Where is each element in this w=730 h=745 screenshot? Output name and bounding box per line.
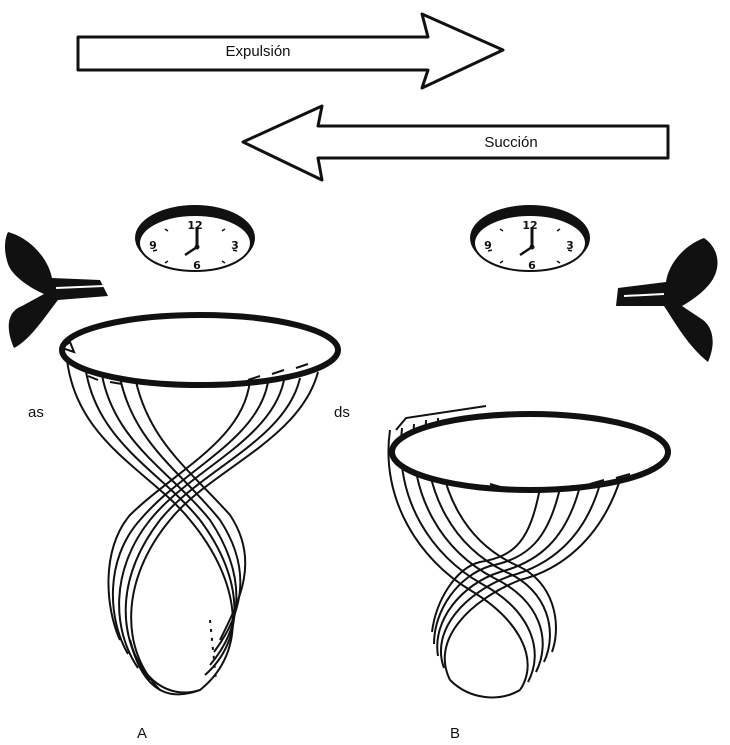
label-ds: ds [334,404,350,421]
expulsion-arrow: Expulsión [78,14,503,88]
heart-a [62,315,338,694]
clock-a-icon: 12 3 6 9 [135,205,255,272]
clock-a-12: 12 [187,219,202,232]
clock-b-6: 6 [528,259,536,272]
clock-b-icon: 12 3 6 9 [470,205,590,272]
succion-label: Succión [484,134,537,151]
clock-b-12: 12 [522,219,537,232]
clock-a-3: 3 [231,239,239,252]
clock-b-9: 9 [484,239,492,252]
succion-arrow: Succión [243,106,668,180]
clock-a-9: 9 [149,239,157,252]
clock-a-6: 6 [193,259,201,272]
valve-right-icon [616,238,718,362]
clock-b-3: 3 [566,239,574,252]
heart-b [388,406,668,697]
label-panel-a: A [137,725,147,742]
expulsion-label: Expulsión [225,43,290,60]
label-panel-b: B [450,725,460,742]
label-as: as [28,404,44,421]
